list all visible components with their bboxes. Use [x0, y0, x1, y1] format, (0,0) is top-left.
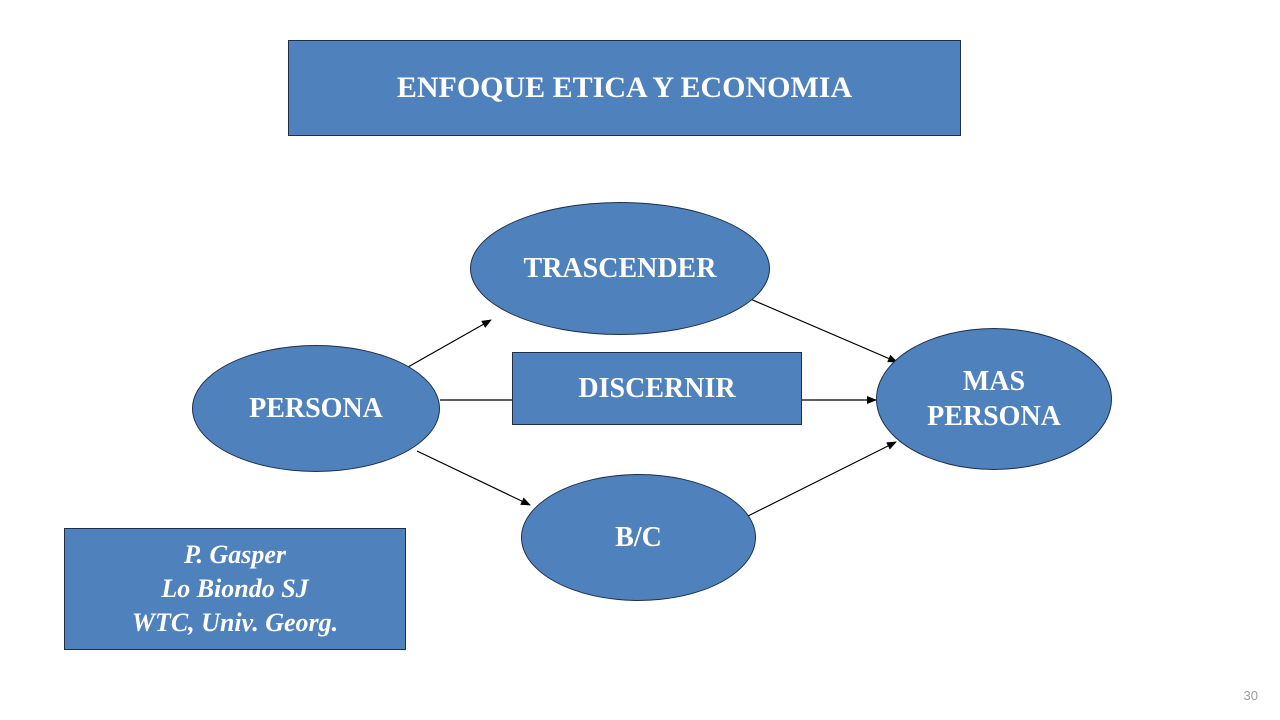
slide-title: ENFOQUE ETICA Y ECONOMIA [288, 40, 961, 136]
node-persona: PERSONA [192, 345, 440, 472]
node-bc: B/C [521, 474, 756, 601]
node-mas-persona: MAS PERSONA [876, 328, 1112, 470]
arrow-persona-bc [416, 450, 531, 506]
node-trascender: TRASCENDER [470, 202, 770, 335]
arrow-trascender-mas [747, 297, 898, 363]
node-discernir: DISCERNIR [512, 352, 802, 425]
credits-line2: Lo Biondo SJ [161, 574, 309, 604]
page-number: 30 [1243, 688, 1258, 703]
arrow-persona-trascender [407, 319, 492, 368]
credits-box: P. Gasper Lo Biondo SJ WTC, Univ. Georg. [64, 528, 406, 650]
credits-line1: P. Gasper [183, 540, 287, 570]
node-mas-persona-line2: PERSONA [927, 401, 1061, 432]
arrow-bc-mas [747, 441, 897, 517]
credits-line3: WTC, Univ. Georg. [131, 607, 339, 637]
node-mas-persona-line1: MAS [962, 366, 1026, 397]
